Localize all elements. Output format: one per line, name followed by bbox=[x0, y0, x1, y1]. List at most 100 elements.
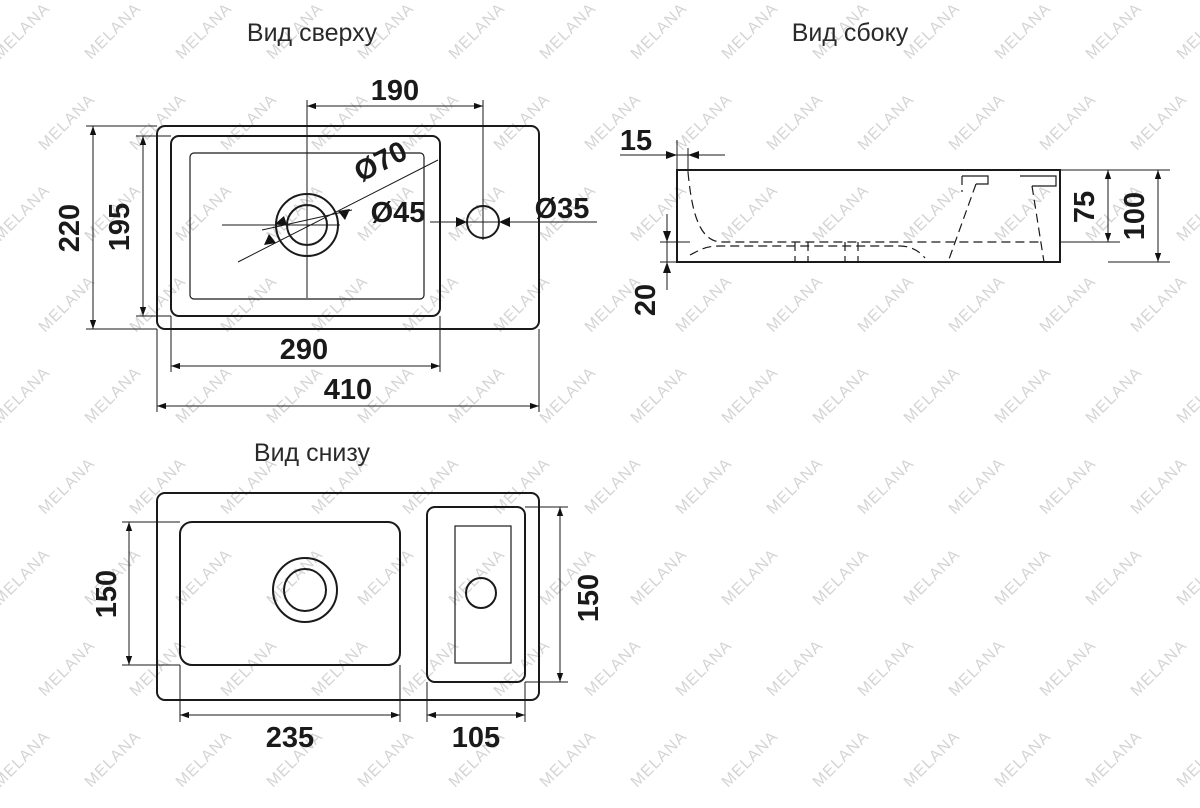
watermark-text: MELANA bbox=[1128, 637, 1191, 700]
bottom-right-compartment bbox=[426, 506, 526, 683]
watermark-text: MELANA bbox=[491, 91, 554, 154]
watermark-text: MELANA bbox=[173, 364, 236, 427]
watermark-text: MELANA bbox=[855, 273, 918, 336]
watermark-text: MELANA bbox=[309, 637, 372, 700]
watermark-text: MELANA bbox=[673, 273, 736, 336]
watermark-text: MELANA bbox=[173, 546, 236, 609]
watermark-text: MELANA bbox=[901, 0, 964, 63]
watermark-text: MELANA bbox=[36, 637, 99, 700]
watermark-text: MELANA bbox=[127, 91, 190, 154]
watermark-text: MELANA bbox=[173, 0, 236, 63]
watermark-text: MELANA bbox=[0, 364, 54, 427]
watermark-text: MELANA bbox=[855, 91, 918, 154]
watermark-text: MELANA bbox=[1128, 273, 1191, 336]
watermark-text: MELANA bbox=[1174, 182, 1200, 245]
bottom-tap-circle bbox=[465, 577, 497, 609]
watermark-text: MELANA bbox=[582, 637, 645, 700]
watermark-text: MELANA bbox=[992, 182, 1055, 245]
watermark-text: MELANA bbox=[1174, 546, 1200, 609]
watermark-text: MELANA bbox=[628, 546, 691, 609]
dim-total-height: 100 bbox=[1119, 192, 1151, 240]
watermark-text: MELANA bbox=[810, 182, 873, 245]
watermark-text: MELANA bbox=[901, 364, 964, 427]
watermark-text: MELANA bbox=[309, 91, 372, 154]
watermark-text: MELANA bbox=[946, 91, 1009, 154]
dim-outer-depth: 220 bbox=[54, 204, 86, 252]
bottom-left-compartment bbox=[179, 521, 401, 666]
dim-faucet-offset: 190 bbox=[371, 75, 419, 107]
watermark-text: MELANA bbox=[673, 455, 736, 518]
top-view: 190 220 195 290 410 Ø70 Ø45 Ø3 bbox=[54, 75, 597, 412]
watermark-text: MELANA bbox=[0, 182, 54, 245]
watermark-text: MELANA bbox=[1174, 0, 1200, 63]
side-view: 15 75 100 20 bbox=[620, 125, 1170, 316]
watermark-text: MELANA bbox=[1037, 455, 1100, 518]
watermark-text: MELANA bbox=[446, 364, 509, 427]
watermark-text: MELANA bbox=[1037, 637, 1100, 700]
watermark-text: MELANA bbox=[36, 273, 99, 336]
watermark-text: MELANA bbox=[355, 728, 418, 791]
bottom-drain-outer bbox=[272, 557, 338, 623]
watermark-text: MELANA bbox=[719, 728, 782, 791]
watermark-text: MELANA bbox=[1083, 364, 1146, 427]
watermark-text: MELANA bbox=[946, 455, 1009, 518]
side-outer-outline bbox=[676, 169, 1061, 263]
watermark-text: MELANA bbox=[1174, 728, 1200, 791]
watermark-text: MELANA bbox=[0, 728, 54, 791]
watermark-text: MELANA bbox=[218, 637, 281, 700]
watermark-text: MELANA bbox=[173, 182, 236, 245]
watermark-text: MELANA bbox=[537, 728, 600, 791]
watermark-text: MELANA bbox=[1083, 0, 1146, 63]
watermark-text: MELANA bbox=[992, 364, 1055, 427]
dim-bowl-depth: 195 bbox=[104, 203, 136, 251]
watermark-text: MELANA bbox=[810, 728, 873, 791]
watermark-text: MELANA bbox=[1083, 728, 1146, 791]
watermark-text: MELANA bbox=[82, 728, 145, 791]
watermark-text: MELANA bbox=[946, 637, 1009, 700]
watermark-text: MELANA bbox=[1037, 273, 1100, 336]
dim-right-width: 105 bbox=[452, 722, 500, 754]
watermark-text: MELANA bbox=[992, 546, 1055, 609]
top-bowl-outline bbox=[170, 135, 441, 317]
watermark-text: MELANA bbox=[810, 546, 873, 609]
watermark-text: MELANA bbox=[628, 0, 691, 63]
dim-tap-hole: Ø35 bbox=[535, 193, 590, 225]
dim-drain-hole: Ø45 bbox=[371, 197, 426, 229]
watermark-text: MELANA bbox=[537, 0, 600, 63]
watermark-text: MELANA bbox=[1037, 91, 1100, 154]
watermark-text: MELANA bbox=[127, 455, 190, 518]
bottom-outer-outline bbox=[156, 492, 540, 701]
watermark-text: MELANA bbox=[764, 637, 827, 700]
watermark-text: MELANA bbox=[0, 546, 54, 609]
watermark-text: MELANA bbox=[810, 364, 873, 427]
watermark-text: MELANA bbox=[264, 182, 327, 245]
watermark-text: MELANA bbox=[764, 91, 827, 154]
watermark-text: MELANA bbox=[673, 637, 736, 700]
watermark-text: MELANA bbox=[992, 0, 1055, 63]
watermark-text: MELANA bbox=[355, 546, 418, 609]
dim-left-depth: 150 bbox=[91, 570, 123, 618]
watermark-text: MELANA bbox=[719, 364, 782, 427]
watermark-text: MELANA bbox=[901, 182, 964, 245]
watermark-text: MELANA bbox=[264, 546, 327, 609]
watermark-text: MELANA bbox=[764, 455, 827, 518]
watermark-text: MELANA bbox=[855, 637, 918, 700]
watermark-text: MELANA bbox=[901, 728, 964, 791]
watermark-text: MELANA bbox=[264, 364, 327, 427]
bottom-right-inner bbox=[454, 525, 512, 664]
watermark-text: MELANA bbox=[764, 273, 827, 336]
dim-bowl-height: 75 bbox=[1069, 191, 1101, 223]
bottom-view: 150 150 235 105 bbox=[91, 492, 605, 754]
watermark-text: MELANA bbox=[218, 91, 281, 154]
watermark-text: MELANA bbox=[446, 182, 509, 245]
watermark-text: MELANA bbox=[719, 0, 782, 63]
dim-left-width: 235 bbox=[266, 722, 314, 754]
watermark-text: MELANA bbox=[1174, 364, 1200, 427]
watermark-text: MELANA bbox=[491, 273, 554, 336]
watermark-text: MELANA bbox=[82, 0, 145, 63]
watermark-text: MELANA bbox=[1128, 91, 1191, 154]
watermark-text: MELANA bbox=[719, 182, 782, 245]
watermark-text: MELANA bbox=[628, 728, 691, 791]
bottom-view-title: Вид снизу bbox=[254, 439, 371, 467]
